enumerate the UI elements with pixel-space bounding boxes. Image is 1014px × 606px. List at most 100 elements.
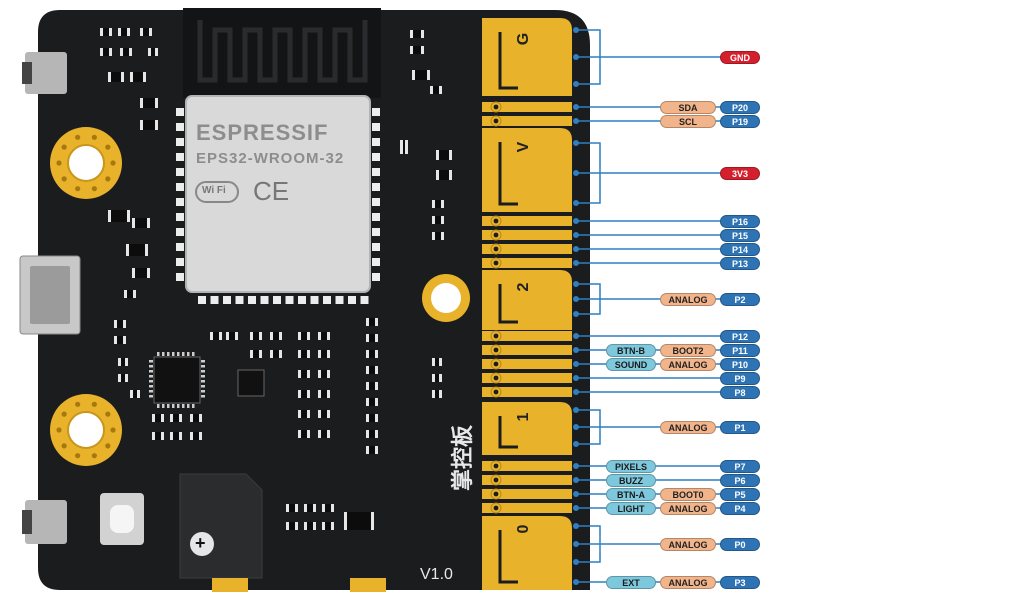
side-button-cap: [22, 510, 32, 534]
edge-label-1: 1: [515, 412, 532, 422]
pin-label-p14: P14: [720, 242, 760, 256]
wifi-mark: Wi Fi: [202, 185, 226, 196]
function-label-p3: ANALOG: [660, 575, 716, 589]
pin-dot: [573, 441, 579, 447]
pin-label-p16: P16: [720, 214, 760, 228]
buzzer: [179, 473, 263, 579]
function-label-p19: SCL: [660, 114, 716, 128]
pin-label-p7: P7: [720, 459, 760, 473]
function-label-p4: ANALOG: [660, 501, 716, 515]
pin-label-p8: P8: [720, 385, 760, 399]
io-label-p11: BTN-B: [606, 343, 656, 357]
reset-button-cap: [22, 62, 32, 84]
edge-pad-small: [482, 345, 572, 355]
edge-pad-small: [482, 216, 572, 226]
pin-dot: [573, 54, 579, 60]
pin-dot: [573, 407, 579, 413]
edge-pad-small: [482, 244, 572, 254]
function-label-p11: BOOT2: [660, 343, 716, 357]
pin-dot: [573, 81, 579, 87]
buzzer-plus-symbol: +: [195, 533, 206, 553]
mounting-hole-vias: [56, 134, 116, 459]
function-label-p5: BOOT0: [660, 487, 716, 501]
io-label-p10: SOUND: [606, 357, 656, 371]
pin-dot: [573, 118, 579, 124]
edge-label-0: 0: [515, 524, 532, 534]
pin-dot: [573, 333, 579, 339]
pin-label-p19: P19: [720, 114, 760, 128]
function-label-p10: ANALOG: [660, 357, 716, 371]
ce-mark: CE: [253, 176, 290, 206]
pin-label-p3: P3: [720, 575, 760, 589]
bottom-pad-left: [212, 578, 248, 592]
pin-dot: [573, 389, 579, 395]
edge-label-v: V: [515, 141, 532, 153]
pin-label-p12: P12: [720, 329, 760, 343]
edge-pad-small: [482, 258, 572, 268]
antenna-trace: [197, 20, 368, 83]
function-label-p2: ANALOG: [660, 292, 716, 306]
edge-pad-large: [482, 402, 572, 455]
pin-dot: [573, 375, 579, 381]
pin-dot: [573, 260, 579, 266]
pin-dot: [573, 491, 579, 497]
pin-label-p11: P11: [720, 343, 760, 357]
edge-pad-small: [482, 387, 572, 397]
pin-label-p10: P10: [720, 357, 760, 371]
pin-label-p5: P5: [720, 487, 760, 501]
pin-label-p15: P15: [720, 228, 760, 242]
pin-dot: [573, 361, 579, 367]
pin-label-p9: P9: [720, 371, 760, 385]
usb-port-inner: [30, 266, 70, 324]
io-label-p5: BTN-A: [606, 487, 656, 501]
io-label-p3: EXT: [606, 575, 656, 589]
edge-pad-small: [482, 116, 572, 126]
edge-pad-small: [482, 359, 572, 369]
pin-dot: [573, 170, 579, 176]
pin-label-p1: P1: [720, 420, 760, 434]
function-label-p20: SDA: [660, 100, 716, 114]
edge-pad-large: [482, 128, 572, 212]
edge-pad-large: [482, 270, 572, 330]
qfn-chip: [153, 356, 201, 404]
pin-dot: [573, 232, 579, 238]
edge-pad-small: [482, 461, 572, 471]
buzzer-plus-marker: [190, 532, 214, 556]
edge-pad-small: [482, 373, 572, 383]
edge-label-2: 2: [515, 282, 532, 292]
pin-dot: [573, 463, 579, 469]
pin-dot: [573, 218, 579, 224]
module-pads: [176, 108, 380, 304]
reset-button-body: [25, 52, 67, 94]
pin-label-p20: P20: [720, 100, 760, 114]
pin-label-p2: P2: [720, 292, 760, 306]
button-a-cap: [110, 505, 134, 533]
edge-pad-small: [482, 331, 572, 341]
smd-components: [100, 28, 452, 530]
pin-dot: [573, 505, 579, 511]
edge-pad-small: [482, 230, 572, 240]
edge-pad-small: [482, 503, 572, 513]
edge-pad-large: [482, 516, 572, 590]
esp32-module: [185, 95, 371, 293]
pin-dot: [573, 246, 579, 252]
bottom-pad-right: [350, 578, 386, 592]
edge-connector: [482, 18, 572, 590]
function-label-p0: ANALOG: [660, 537, 716, 551]
pin-dot: [573, 424, 579, 430]
pin-dot: [573, 200, 579, 206]
edge-pad-large: [482, 18, 572, 96]
module-model: EPS32-WROOM-32: [196, 150, 345, 167]
io-label-p6: BUZZ: [606, 473, 656, 487]
pin-dot: [573, 311, 579, 317]
edge-pad-small: [482, 475, 572, 485]
pin-label-p4: P4: [720, 501, 760, 515]
pin-label-gnd: GND: [720, 50, 760, 64]
pin-dot: [573, 541, 579, 547]
small-chip: [237, 369, 265, 397]
pin-dot: [573, 104, 579, 110]
edge-pad-small: [482, 102, 572, 112]
pin-label-p13: P13: [720, 256, 760, 270]
